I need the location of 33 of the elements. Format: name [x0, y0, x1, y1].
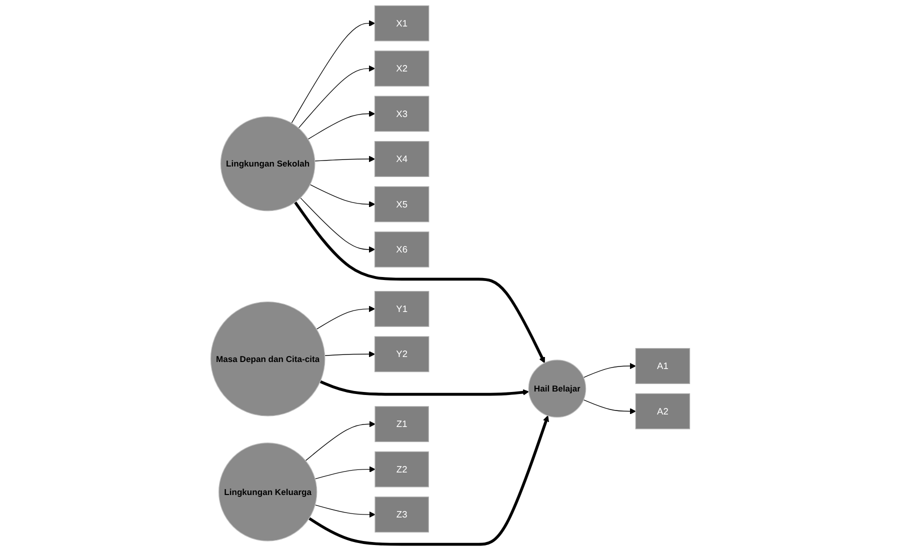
arrow [315, 504, 376, 518]
arrow [292, 20, 376, 124]
arrow [298, 65, 376, 128]
node-box: X2 [374, 50, 430, 87]
node-box: A2 [636, 393, 690, 430]
arrow [300, 197, 376, 253]
node-circle: Hail Belajar [528, 360, 586, 418]
arrow [314, 156, 376, 162]
arrow [308, 415, 550, 546]
arrow [583, 399, 636, 414]
node-circle: Lingkungan Keluarga [218, 442, 318, 542]
node-box: Z2 [374, 451, 430, 488]
node-box: Z1 [374, 406, 430, 442]
node-box: Y2 [374, 336, 430, 372]
arrow [306, 420, 376, 462]
node-box: X3 [374, 96, 430, 132]
node-box: X6 [374, 231, 430, 268]
arrow [316, 306, 376, 330]
arrow [310, 184, 376, 208]
node-box: X5 [374, 186, 430, 222]
arrow [294, 201, 546, 364]
node-box: A1 [636, 348, 690, 384]
node-box: Y1 [374, 290, 430, 327]
node-circle: Lingkungan Sekolah [220, 116, 316, 212]
arrow [583, 362, 636, 378]
node-box: X4 [374, 141, 430, 177]
arrow [320, 380, 530, 396]
node-box: Z3 [374, 496, 430, 533]
node-circle: Masa Depan dan Cita-cita [210, 301, 326, 416]
arrow [324, 351, 376, 358]
arrow [308, 110, 376, 140]
arrow [315, 466, 376, 480]
node-box: X1 [374, 5, 430, 42]
